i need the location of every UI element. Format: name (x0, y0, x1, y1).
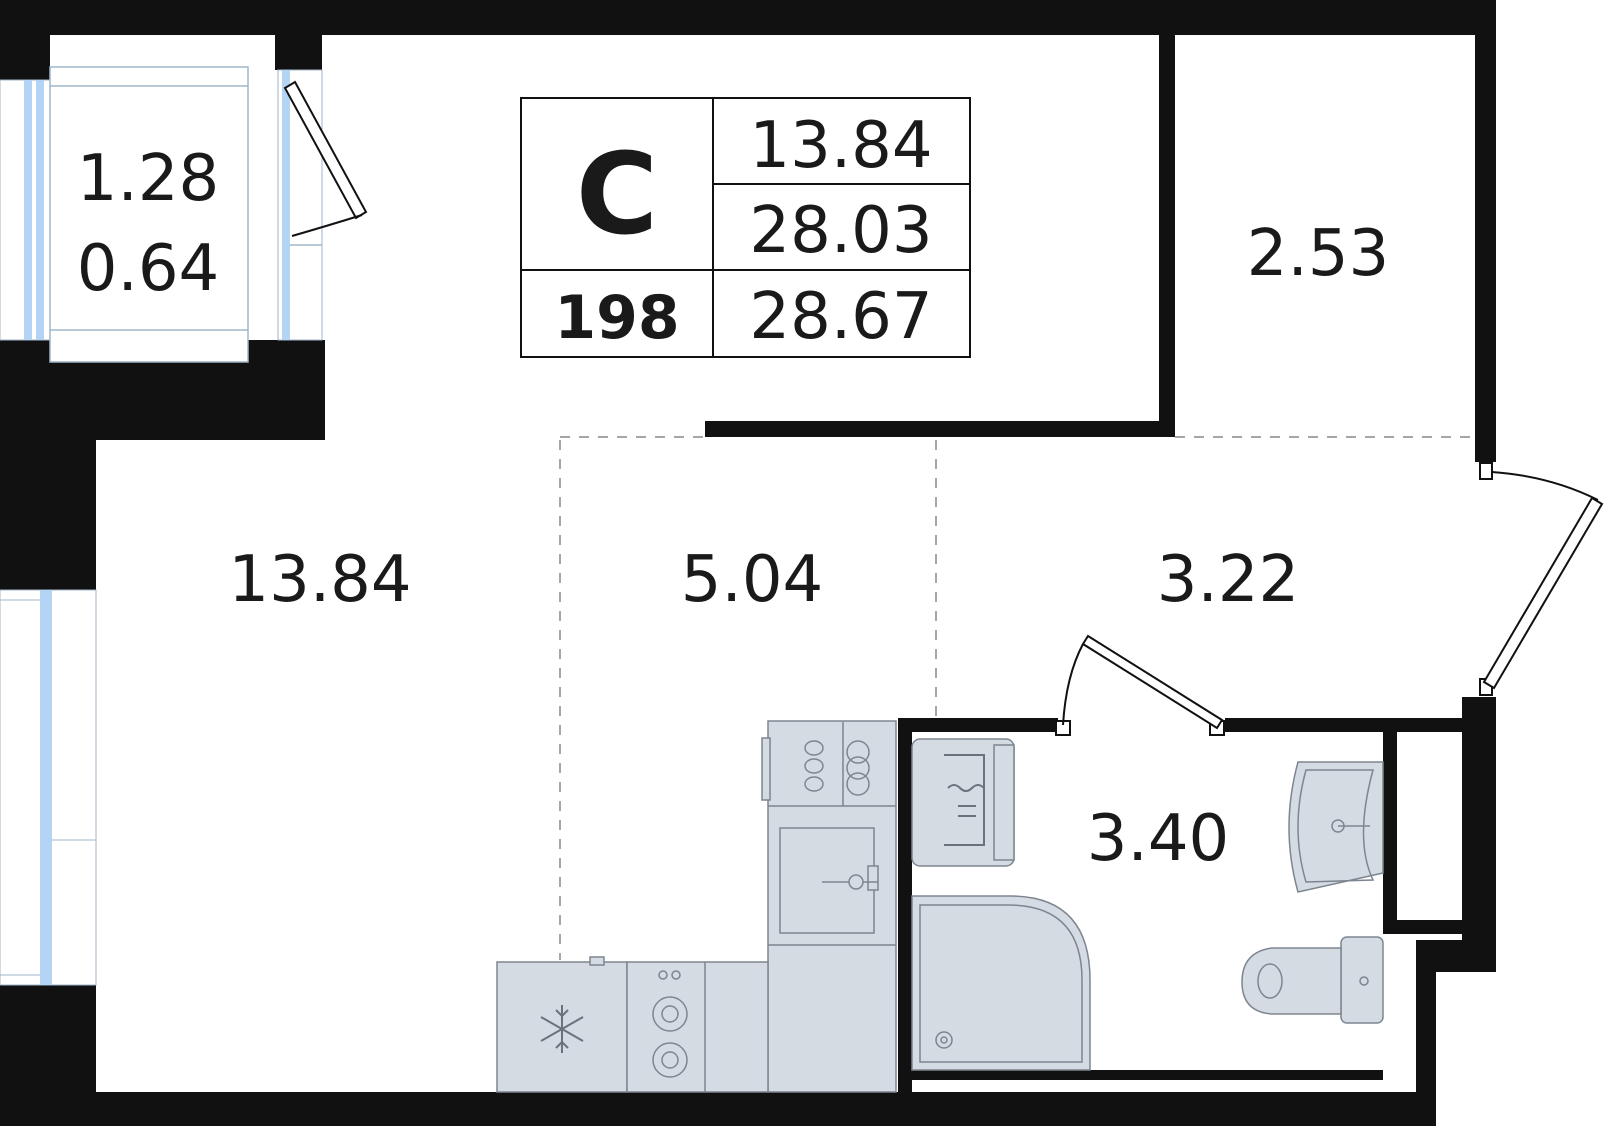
entrance-door (1479, 462, 1604, 696)
balcony-window-left (0, 79, 51, 341)
legend-area-without-balcony: 28.03 (749, 194, 932, 268)
walls (0, 0, 1496, 1126)
stove-icon (761, 722, 870, 806)
washbasin-icon (1288, 761, 1384, 893)
cooktop-icon (652, 970, 688, 1078)
legend-total-area: 28.67 (749, 280, 932, 354)
living-room-window (0, 589, 97, 986)
balcony-reduced-area-label: 0.64 (77, 232, 220, 306)
legend-living-area: 13.84 (749, 109, 932, 183)
washing-machine-icon (911, 738, 1015, 867)
apartment-number: 198 (554, 283, 679, 353)
living-room-area-label: 13.84 (228, 543, 411, 617)
apartment-legend: С 198 13.84 28.03 28.67 (520, 97, 971, 358)
storage-area-label: 2.53 (1247, 217, 1390, 291)
snowflake-icon (540, 1005, 584, 1053)
bathroom-area-label: 3.40 (1087, 802, 1230, 876)
shower-icon (911, 895, 1091, 1071)
zone-dividers (559, 436, 1478, 960)
bathroom-door (1055, 634, 1225, 736)
toilet-icon (1241, 936, 1384, 1024)
apartment-type-letter: С (576, 130, 658, 260)
kitchen-fixtures (496, 720, 897, 1093)
balcony-outline (49, 66, 322, 363)
kitchen-area-label: 5.04 (681, 543, 824, 617)
bathroom-fixtures (911, 738, 1384, 1071)
hallway-area-label: 3.22 (1157, 543, 1300, 617)
balcony-area-label: 1.28 (77, 142, 220, 216)
sink-icon (779, 827, 879, 934)
balcony-door (283, 80, 368, 237)
